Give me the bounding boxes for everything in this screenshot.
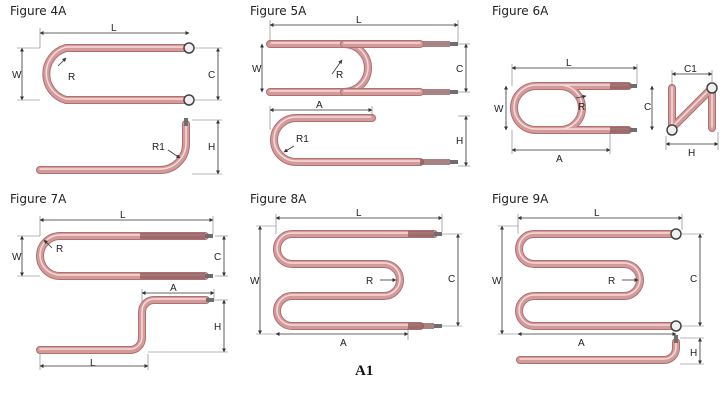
dim-6a-l: L <box>566 58 572 69</box>
tube-9a <box>516 231 679 329</box>
end-cap-4a-top <box>183 42 195 54</box>
dim-5a-r: R <box>336 70 343 81</box>
dim-8a-a: A <box>340 338 347 349</box>
tube-7a-lower <box>37 297 209 353</box>
dim-5a-c: C <box>456 64 463 75</box>
dim-6a-c: C <box>644 102 651 113</box>
dim-5a-r1: R1 <box>296 134 309 145</box>
dim-6a-c1: C1 <box>684 64 697 75</box>
dim-7a-a: A <box>170 283 177 294</box>
dim-5a-h: H <box>456 136 463 147</box>
tube-5a-upper <box>267 41 371 95</box>
dim-8a-w: W <box>250 276 260 287</box>
dim-9a-r: R <box>608 276 615 287</box>
dim-9a-h: H <box>690 348 697 359</box>
caption: A1 <box>355 363 374 379</box>
figure-7a-title: Figure 7A <box>10 192 67 206</box>
dim-8a-r: R <box>366 276 373 287</box>
dim-4a-w: W <box>12 70 22 81</box>
dim-7a-h: H <box>214 322 221 333</box>
dim-6a-h: H <box>688 148 695 159</box>
dim-4a-r: R <box>68 72 75 83</box>
figure-6a-title: Figure 6A <box>492 4 549 18</box>
dim-5a-l: L <box>356 15 362 26</box>
dim-9a-c: C <box>690 274 697 285</box>
dim-7a-w: W <box>12 252 22 263</box>
dim-9a-l: L <box>594 208 600 219</box>
dim-6a-r: R <box>578 102 585 113</box>
tube-7a-upper <box>37 233 208 279</box>
end-cap-4a-bottom <box>183 94 195 106</box>
figure-4a-title: Figure 4A <box>10 4 67 18</box>
dim-7a-c: C <box>214 252 221 263</box>
figure-9a-title: Figure 9A <box>492 192 549 206</box>
dim-6a-a: A <box>556 154 563 165</box>
dim-4a-h: H <box>208 142 215 153</box>
figure-9a: L W C R A H <box>492 208 704 365</box>
tube-8a <box>274 231 437 329</box>
dim-5a-a: A <box>316 100 323 111</box>
figure-4a: L W C R R1 H <box>12 23 222 175</box>
tube-9a-lower <box>517 339 679 363</box>
dim-9a-w: W <box>492 276 502 287</box>
dim-7a-l: L <box>120 210 126 221</box>
dim-5a-w: W <box>252 64 262 75</box>
figure-8a: L W C R A <box>250 208 462 349</box>
dim-8a-c: C <box>448 274 455 285</box>
dim-6a-w: W <box>494 104 504 115</box>
dim-4a-r1: R1 <box>152 142 165 153</box>
dim-8a-l: L <box>356 208 362 219</box>
dim-7a-r: R <box>56 244 63 255</box>
dim-7a-l2: L <box>90 358 96 369</box>
figure-8a-title: Figure 8A <box>250 192 307 206</box>
figure-6a: L W C R A C1 H <box>494 58 719 165</box>
dim-4a-c: C <box>208 70 215 81</box>
figure-5a-title: Figure 5A <box>250 4 307 18</box>
terminal-4a-lower <box>184 118 188 126</box>
figure-7a: L W C R A H L <box>12 210 228 370</box>
dim-9a-a: A <box>578 338 585 349</box>
dim-4a-l: L <box>111 23 117 34</box>
figure-5a: L W C R A R1 H <box>252 15 470 167</box>
